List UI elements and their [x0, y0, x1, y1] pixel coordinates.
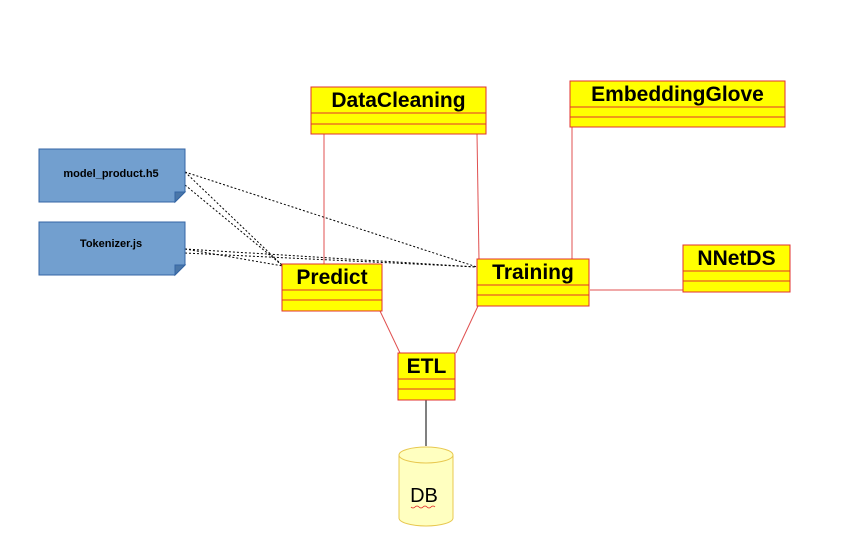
cylinder-top [398, 446, 454, 464]
class-name: Predict [296, 266, 367, 289]
document-label: model_product.h5 [63, 168, 158, 180]
class-etl[interactable]: ETL [397, 352, 456, 401]
dependency-model-predict-a [184, 171, 284, 267]
class-training[interactable]: Training [476, 258, 590, 307]
folded-corner-icon [174, 191, 187, 204]
class-embeddingglove[interactable]: EmbeddingGlove [569, 80, 786, 128]
dependency-lines [184, 171, 478, 268]
class-box [682, 244, 791, 293]
document-model-product[interactable]: model_product.h5 [38, 148, 187, 204]
class-box [310, 86, 487, 135]
class-predict[interactable]: Predict [281, 263, 383, 312]
dependency-model-training [184, 171, 478, 268]
class-name: EmbeddingGlove [591, 83, 764, 106]
class-name: Training [492, 261, 574, 284]
class-name: NNetDS [697, 247, 775, 270]
dependency-model-predict-b [184, 184, 284, 267]
dependency-tokenizer-training-a [184, 248, 478, 268]
dependency-tokenizer-predict [184, 248, 284, 267]
database-db[interactable]: DB [398, 446, 454, 527]
class-box [281, 263, 383, 312]
folded-corner-icon [174, 264, 187, 277]
database-label: DB [410, 485, 438, 507]
class-box [476, 258, 590, 307]
document-tokenizer[interactable]: Tokenizer.js [38, 221, 187, 277]
class-box [397, 352, 456, 401]
class-nnetds[interactable]: NNetDS [682, 244, 791, 293]
association-lines [323, 127, 683, 354]
class-datacleaning[interactable]: DataCleaning [310, 86, 487, 135]
connector-training-etl [455, 305, 479, 354]
class-box [569, 80, 786, 128]
spellcheck-underline [410, 505, 436, 509]
connector-predict-etl [379, 310, 401, 354]
class-name: ETL [407, 355, 447, 378]
document-label: Tokenizer.js [80, 238, 142, 250]
class-name: DataCleaning [331, 89, 465, 112]
dependency-tokenizer-training-b [184, 252, 478, 268]
connector-datacleaning-training [476, 133, 480, 261]
